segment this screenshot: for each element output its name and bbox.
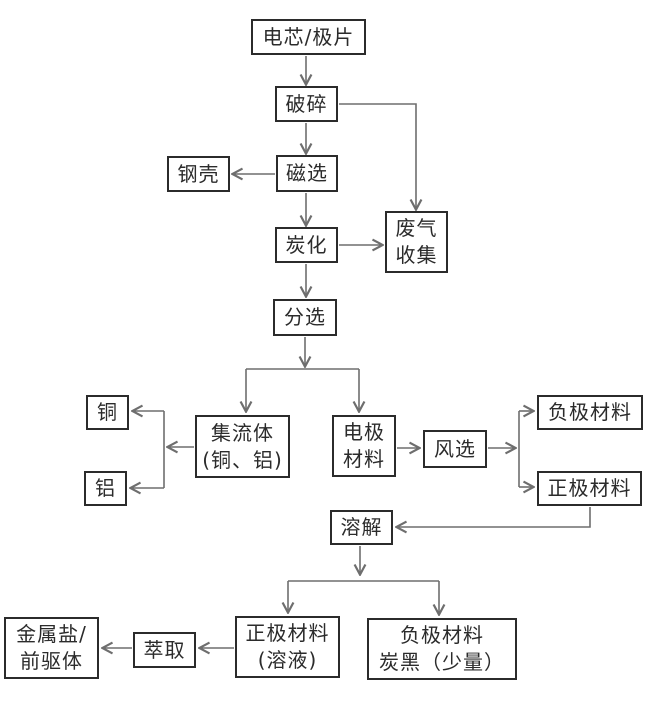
node-label-line1: 集流体 (211, 420, 274, 445)
node-battery-cell: 电芯/极片 (251, 19, 366, 55)
connector-cathode-to-dissolve (397, 507, 591, 527)
node-waste-gas-collection: 废气 收集 (385, 211, 448, 273)
node-label: 铝 (95, 476, 116, 500)
node-aluminum: 铝 (84, 471, 127, 506)
node-copper: 铜 (86, 395, 129, 430)
node-label: 风选 (434, 436, 476, 461)
node-label-line2: 收集 (395, 243, 438, 267)
connector-crush-to-wastegas (339, 103, 416, 209)
node-label: 钢壳 (177, 161, 220, 186)
node-label: 破碎 (285, 91, 328, 116)
node-label: 溶解 (340, 515, 383, 539)
node-label: 炭化 (285, 232, 328, 257)
node-cathode-material-solution: 正极材料 (溶液) (235, 616, 340, 678)
node-label-line1: 电极 (343, 420, 385, 444)
node-crushing: 破碎 (275, 86, 338, 122)
node-cathode-material: 正极材料 (537, 471, 642, 506)
node-anode-material: 负极材料 (537, 395, 643, 430)
node-label: 铜 (97, 400, 118, 424)
node-electrode-material: 电极 材料 (332, 415, 396, 477)
node-label-line1: 金属盐/ (16, 622, 87, 646)
node-metal-salt-precursor: 金属盐/ 前驱体 (4, 617, 99, 679)
node-label-line2: (铜、铝) (202, 447, 283, 472)
node-current-collector: 集流体 (铜、铝) (195, 415, 290, 478)
node-sorting: 分选 (273, 299, 337, 336)
node-label: 磁选 (286, 161, 328, 185)
node-label: 分选 (284, 305, 326, 329)
node-anode-carbon-black: 负极材料 炭黑（少量） (367, 618, 517, 680)
node-magnetic-separation: 磁选 (276, 155, 338, 192)
node-carbonization: 炭化 (275, 227, 338, 263)
node-label-line1: 负极材料 (400, 623, 484, 647)
node-label-line1: 正极材料 (245, 621, 330, 645)
node-dissolution: 溶解 (330, 510, 393, 545)
node-label-line2: 炭黑（少量） (379, 650, 505, 674)
node-extraction: 萃取 (133, 632, 196, 668)
node-label-line2: 材料 (343, 447, 385, 471)
node-air-separation: 风选 (423, 430, 487, 468)
node-label: 电芯/极片 (262, 24, 355, 49)
node-label-line2: 前驱体 (20, 649, 83, 673)
node-steel-shell: 钢壳 (167, 156, 230, 192)
node-label: 萃取 (143, 637, 186, 662)
node-label-line1: 废气 (395, 216, 438, 240)
node-label-line2: (溶液) (257, 648, 318, 672)
node-label: 正极材料 (547, 476, 632, 500)
node-label: 负极材料 (548, 400, 632, 424)
